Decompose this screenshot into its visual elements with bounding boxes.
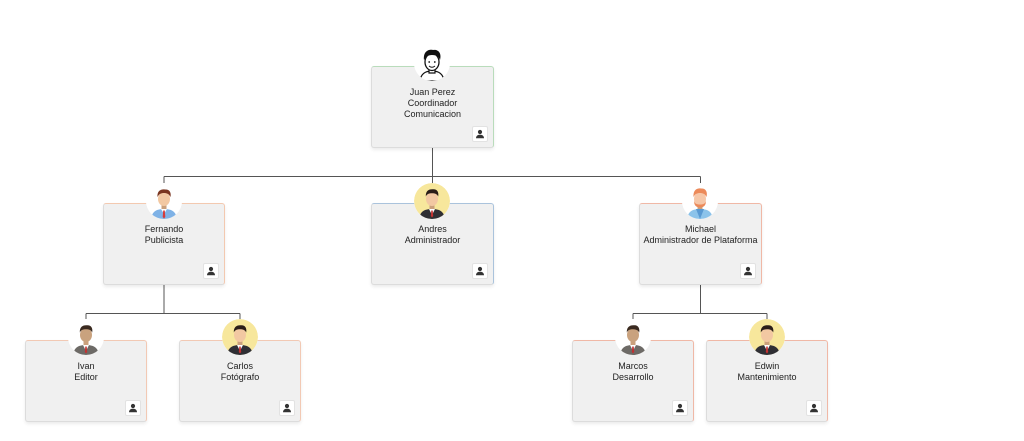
person-icon[interactable]: [740, 263, 756, 279]
card-label: Fernando Publicista: [144, 224, 184, 245]
man-suit-avatar: [414, 183, 450, 219]
person-icon[interactable]: [806, 400, 822, 416]
man-blue-shirt-avatar: [146, 183, 182, 219]
man-gray-suit-avatar: [615, 319, 651, 355]
person-icon[interactable]: [472, 263, 488, 279]
man-suit-avatar: [222, 319, 258, 355]
card-label: Ivan Editor: [74, 361, 98, 382]
person-icon[interactable]: [125, 400, 141, 416]
card-label: Edwin Mantenimiento: [737, 361, 797, 382]
person-icon[interactable]: [472, 126, 488, 142]
person-icon[interactable]: [672, 400, 688, 416]
card-label: Marcos Desarrollo: [612, 361, 654, 382]
man-line-art-avatar: [414, 45, 450, 81]
card-marcos[interactable]: Marcos Desarrollo: [572, 340, 694, 422]
person-icon[interactable]: [279, 400, 295, 416]
man-suit-avatar: [749, 319, 785, 355]
card-label: Juan Perez Coordinador Comunicacion: [403, 87, 462, 119]
man-gray-suit-avatar: [68, 319, 104, 355]
card-label: Carlos Fotógrafo: [220, 361, 260, 382]
person-icon[interactable]: [203, 263, 219, 279]
card-juan-perez[interactable]: Juan Perez Coordinador Comunicacion: [371, 66, 494, 148]
card-label: Michael Administrador de Plataforma: [643, 224, 758, 245]
card-label: Andres Administrador: [404, 224, 461, 245]
man-orange-hair-avatar: [682, 183, 718, 219]
